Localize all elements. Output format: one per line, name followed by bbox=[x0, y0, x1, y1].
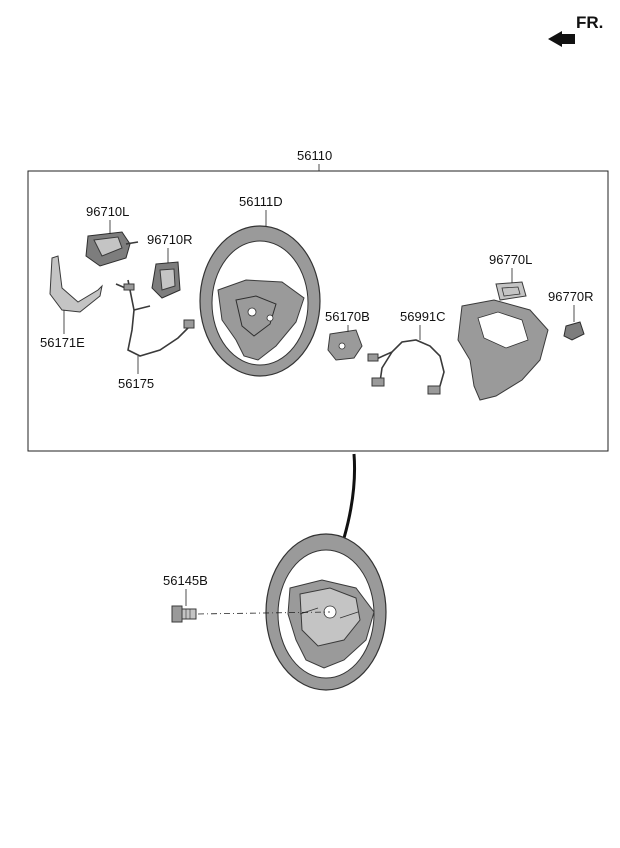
switch-right-96710r[interactable] bbox=[151, 261, 181, 299]
switch-96770l[interactable] bbox=[495, 281, 527, 301]
label-56991c[interactable]: 56991C bbox=[400, 309, 446, 324]
rear-cover[interactable] bbox=[457, 299, 549, 401]
bolt-center-line bbox=[197, 611, 331, 615]
label-96770r[interactable]: 96770R bbox=[548, 289, 594, 304]
switch-left-96710l[interactable] bbox=[85, 231, 139, 267]
label-56175[interactable]: 56175 bbox=[118, 376, 154, 391]
assembly-connector bbox=[342, 453, 356, 539]
assembly-label[interactable]: 56110 bbox=[297, 148, 332, 163]
label-96710l[interactable]: 96710L bbox=[86, 204, 129, 219]
label-56170b[interactable]: 56170B bbox=[325, 309, 370, 324]
bolt-56145b[interactable] bbox=[171, 605, 197, 623]
steering-wheel-56111d[interactable] bbox=[199, 225, 321, 377]
switch-96770r[interactable] bbox=[563, 321, 585, 341]
arrow-left-icon bbox=[548, 31, 575, 47]
assembly-frame bbox=[27, 170, 609, 452]
label-56111d[interactable]: 56111D bbox=[239, 194, 283, 209]
wiring-harness-56175[interactable] bbox=[115, 279, 195, 357]
label-56145b[interactable]: 56145B bbox=[163, 573, 208, 588]
front-direction-label: FR. bbox=[576, 13, 603, 32]
label-96710r[interactable]: 96710R bbox=[147, 232, 193, 247]
front-direction-marker: FR. bbox=[548, 13, 603, 47]
label-96770l[interactable]: 96770L bbox=[489, 252, 532, 267]
label-56171e[interactable]: 56171E bbox=[40, 335, 85, 350]
steering-wheel-assembled[interactable] bbox=[265, 533, 387, 691]
trim-bezel-56171e[interactable] bbox=[49, 255, 103, 313]
bracket-56170b[interactable] bbox=[327, 329, 363, 361]
extension-wire-56991c[interactable] bbox=[367, 339, 445, 395]
